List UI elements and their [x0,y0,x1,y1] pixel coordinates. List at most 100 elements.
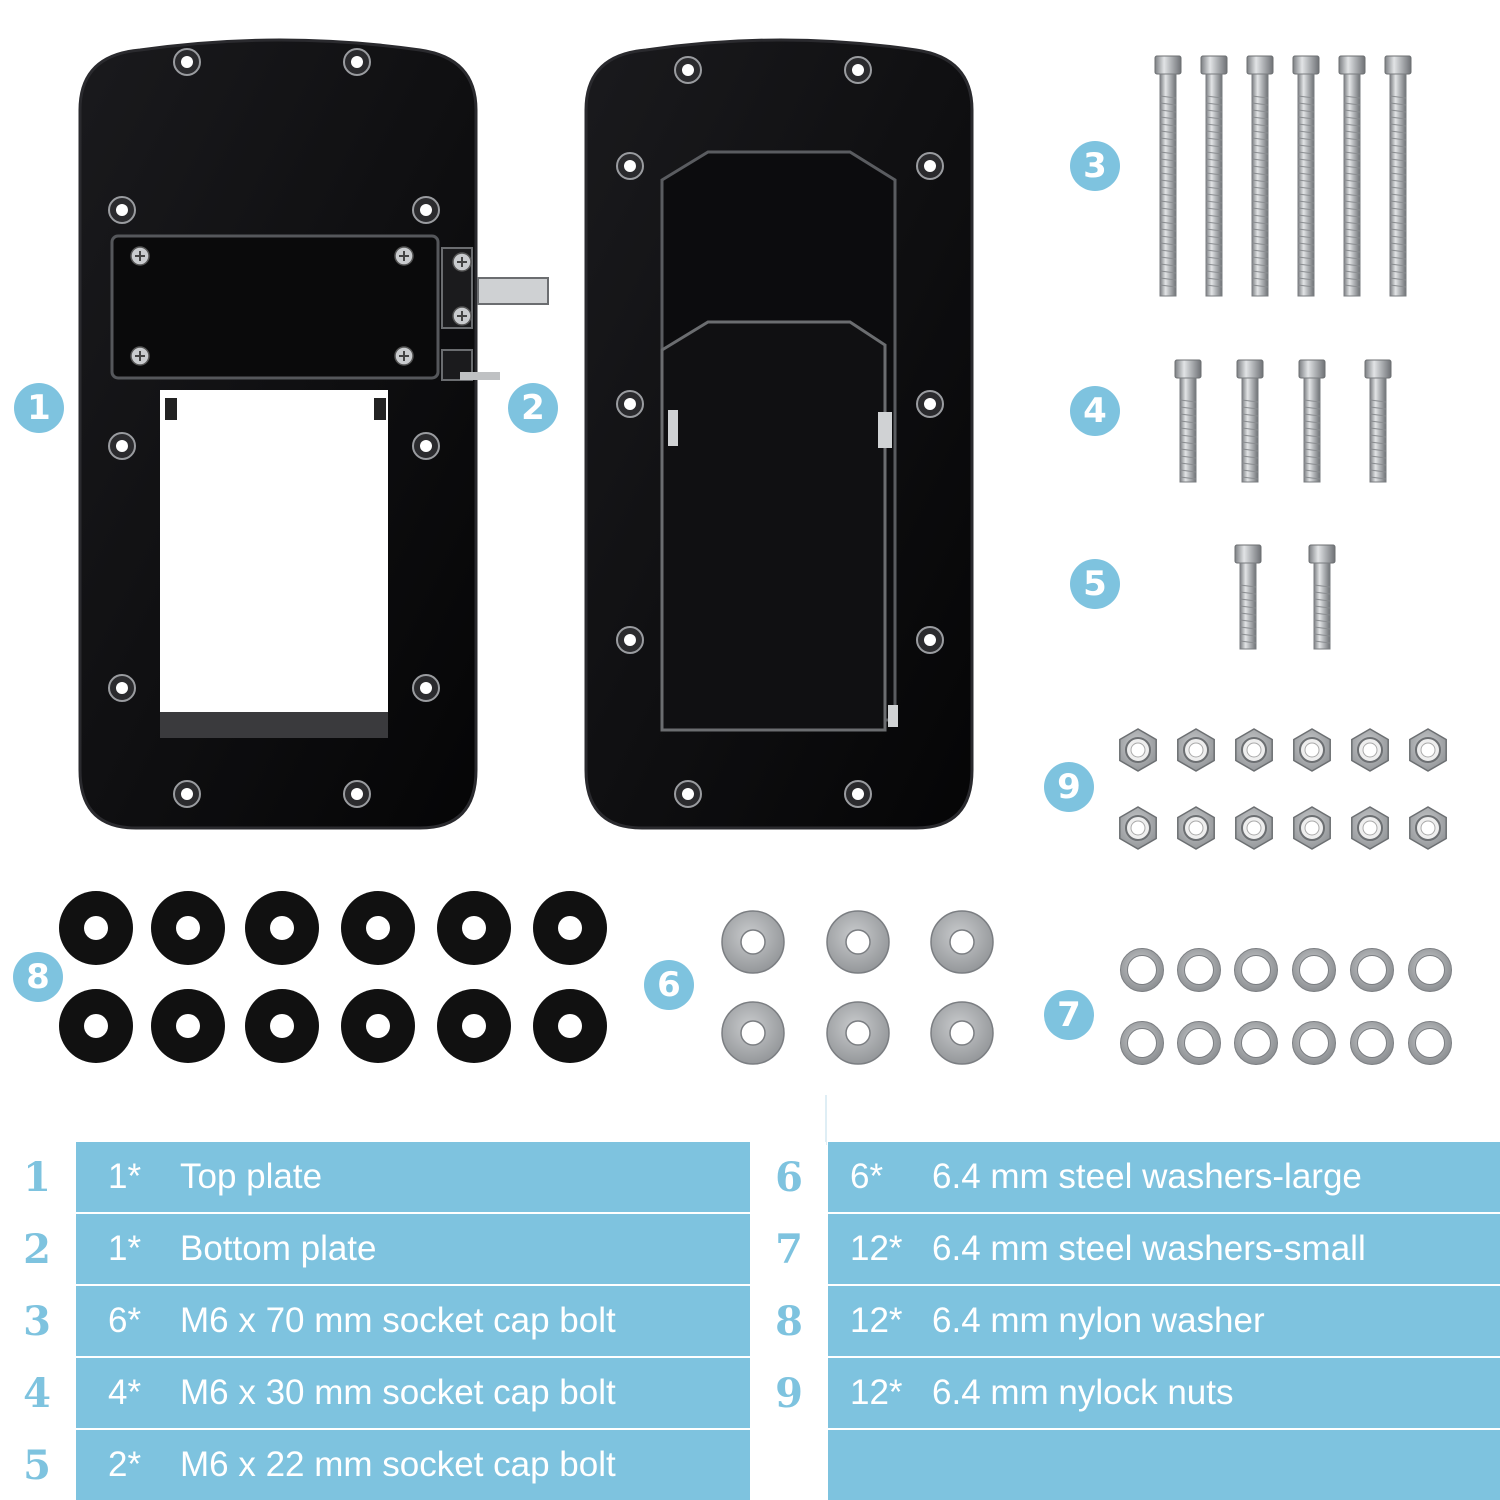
part-description: 6.4 mm steel washers-small [932,1229,1366,1268]
bolt [1200,55,1228,297]
mounting-hole [108,432,136,460]
parts-row: 9 12* 6.4 mm nylock nuts [752,1358,1500,1428]
nylock-nut [1351,806,1389,850]
part-number: 8 [752,1286,826,1356]
steel-washer-small [1177,1021,1221,1065]
bolt [1154,55,1182,297]
part-description: Top plate [180,1157,323,1196]
mounting-hole [916,152,944,180]
bolt [1308,544,1336,650]
callout-badge-1: 1 [14,383,64,433]
nylon-washers [59,891,607,1063]
part-cell [828,1430,1500,1500]
hardware-illustration [59,38,1452,1065]
bottom-plate [584,38,974,830]
bolt [1384,55,1412,297]
callout-badge-5: 5 [1070,559,1120,609]
steel-washer-large [826,1001,890,1065]
part-quantity: 6* [850,1157,884,1196]
steel-washer-small [1120,948,1164,992]
part-number: 7 [752,1214,826,1284]
part-description: M6 x 70 mm socket cap bolt [180,1301,616,1340]
mounting-hole [844,780,872,808]
nylock-nut [1293,806,1331,850]
mounting-hole [616,152,644,180]
steel-washer-large [826,910,890,974]
callout-badge-7: 7 [1044,990,1094,1040]
mounting-hole [412,674,440,702]
nylon-washer [59,891,133,965]
parts-row: 7 12* 6.4 mm steel washers-small [752,1214,1500,1284]
nylon-washer [341,989,415,1063]
part-number: 4 [0,1358,74,1428]
part-cell: 6* M6 x 70 mm socket cap bolt [76,1286,750,1356]
parts-row [752,1430,1500,1500]
part-quantity: 1* [108,1229,142,1268]
nylock-nuts [1119,728,1447,850]
part-quantity: 12* [850,1229,903,1268]
part-description: M6 x 30 mm socket cap bolt [180,1373,616,1412]
mounting-hole [916,390,944,418]
part-description: Bottom plate [180,1229,377,1268]
nylon-washer [437,891,511,965]
mounting-hole [674,780,702,808]
steel-washer-large [930,1001,994,1065]
nylock-nut [1119,728,1157,772]
nylock-nut [1409,728,1447,772]
part-number: 6 [752,1142,826,1212]
steel-washer-small [1234,948,1278,992]
mounting-hole [674,56,702,84]
nylock-nut [1119,806,1157,850]
steel-washer-small [1408,948,1452,992]
bracket-screw [394,246,414,266]
part-number: 5 [0,1430,74,1500]
nylon-washer [533,989,607,1063]
callout-badge-2: 2 [508,383,558,433]
part-cell: 1* Bottom plate [76,1214,750,1284]
nylon-washer [533,891,607,965]
steel-washer-small [1292,948,1336,992]
steel-washer-large [721,1001,785,1065]
part-quantity: 6* [108,1301,142,1340]
part-number: 1 [0,1142,74,1212]
bolt [1292,55,1320,297]
nylon-washer [245,989,319,1063]
parts-row: 2 1* Bottom plate [0,1214,750,1284]
mounting-hole [844,56,872,84]
bracket-screw [130,246,150,266]
callout-badge-9: 9 [1044,762,1094,812]
bolt [1338,55,1366,297]
steel-washers-large [721,910,994,1065]
nylock-nut [1235,806,1273,850]
parts-row: 6 6* 6.4 mm steel washers-large [752,1142,1500,1212]
mounting-hole [343,48,371,76]
steel-washer-large [930,910,994,974]
bracket-screw [394,346,414,366]
bracket-screw [452,252,472,272]
bolt [1236,359,1264,483]
nylock-nut [1293,728,1331,772]
nylock-nut [1235,728,1273,772]
steel-washer-small [1350,1021,1394,1065]
nylon-washer [341,891,415,965]
parts-row: 3 6* M6 x 70 mm socket cap bolt [0,1286,750,1356]
bolt [1234,544,1262,650]
nylon-washer [59,989,133,1063]
mounting-hole [108,196,136,224]
mounting-hole [173,48,201,76]
nylock-nut [1351,728,1389,772]
nylon-washer [151,989,225,1063]
nylon-washer [151,891,225,965]
part-number: 9 [752,1358,826,1428]
nylock-nut [1409,806,1447,850]
mounting-hole [412,432,440,460]
legend-divider [825,1095,827,1145]
steel-washer-small [1350,948,1394,992]
callout-badge-8: 8 [13,952,63,1002]
part-cell: 12* 6.4 mm nylon washer [828,1286,1500,1356]
steel-washer-small [1292,1021,1336,1065]
part-description: M6 x 22 mm socket cap bolt [180,1445,616,1484]
nylock-nut [1177,806,1215,850]
part-quantity: 2* [108,1445,142,1484]
part-number: 3 [0,1286,74,1356]
